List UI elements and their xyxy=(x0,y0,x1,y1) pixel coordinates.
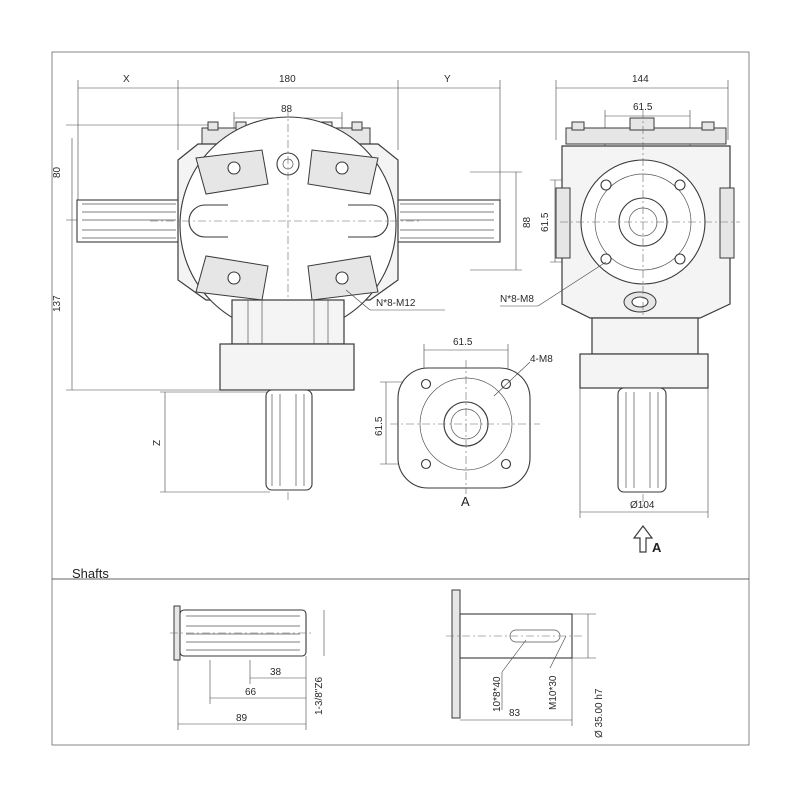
side-lower-flange xyxy=(579,353,709,389)
side-lower-shaft xyxy=(617,387,667,493)
dim-y-label: Y xyxy=(444,74,451,85)
left-shaft xyxy=(76,199,183,243)
dim-88-top-label: 88 xyxy=(281,104,293,115)
dim-61-5-left-side: 61.5 xyxy=(540,212,551,232)
flange-view: 61.5 61.5 4-M8 A xyxy=(374,337,553,509)
lower-neck xyxy=(231,299,345,345)
dim-key-label: 10*8*40 xyxy=(492,676,503,712)
side-view: 144 61.5 61.5 Ø104 xyxy=(500,74,740,555)
flange-view-label: A xyxy=(461,494,470,509)
dim-88-right-label: 88 xyxy=(522,216,533,228)
view-arrow-icon xyxy=(632,525,654,553)
dim-180-label: 180 xyxy=(279,74,296,85)
keyed-shaft-flange xyxy=(451,589,461,719)
dim-dia-35-label: Ø 35.00 h7 xyxy=(594,688,605,738)
dim-38-label: 38 xyxy=(270,667,282,678)
dim-61-5-left-flange: 61.5 xyxy=(374,416,385,436)
callout-n8-m8: N*8-M8 xyxy=(500,294,534,305)
lower-shaft xyxy=(265,389,313,491)
shafts-section-label: Shafts xyxy=(72,566,109,581)
callout-4-m8: 4-M8 xyxy=(530,354,553,365)
view-arrow-label: A xyxy=(652,540,662,555)
shafts-frame xyxy=(51,578,750,746)
dim-z-label: Z xyxy=(152,440,163,446)
lower-flange xyxy=(219,343,355,391)
dim-61-5-top-flange: 61.5 xyxy=(453,337,473,348)
dim-61-5-top-side: 61.5 xyxy=(633,102,653,113)
front-view: X 180 Y 88 80 137 88 Z xyxy=(52,74,533,500)
dim-dia104-label: Ø104 xyxy=(630,500,655,511)
dim-144-label: 144 xyxy=(632,74,649,85)
spline-shaft-drawing: 38 66 89 1-3/8"Z6 xyxy=(170,605,325,730)
dim-spline-label: 1-3/8"Z6 xyxy=(314,677,325,715)
dim-83-label: 83 xyxy=(509,708,521,719)
dim-80-label: 80 xyxy=(52,166,63,178)
keyed-shaft-drawing: 83 10*8*40 M10*30 Ø 35.00 h7 xyxy=(446,589,605,738)
dim-thread-label: M10*30 xyxy=(548,675,559,710)
dim-x-label: X xyxy=(123,74,130,85)
dim-89-label: 89 xyxy=(236,713,248,724)
callout-n8-m12: N*8-M12 xyxy=(376,298,416,309)
dim-66-label: 66 xyxy=(245,687,257,698)
dim-137-label: 137 xyxy=(52,295,63,312)
